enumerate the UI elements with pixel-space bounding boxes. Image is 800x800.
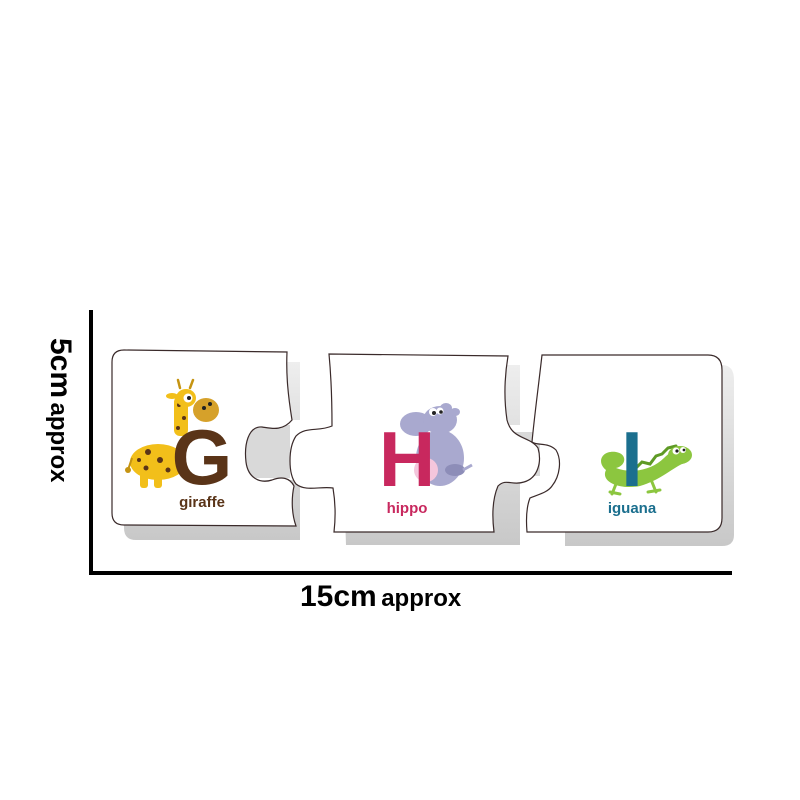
height-suffix: approx xyxy=(45,402,72,483)
word-iguana: iguana xyxy=(607,500,657,517)
word-giraffe: giraffe xyxy=(179,494,225,511)
width-label: 15cm approx xyxy=(300,580,461,614)
height-value: 5cm xyxy=(44,338,77,399)
width-dimension-line xyxy=(89,571,732,575)
letter-h: H xyxy=(378,415,436,503)
hippo-icon xyxy=(400,403,473,486)
letter-i: I xyxy=(621,415,643,503)
puzzle-piece-h xyxy=(289,353,541,533)
puzzle-piece-i xyxy=(525,354,723,533)
word-hippo: hippo xyxy=(386,500,428,517)
width-suffix: approx xyxy=(381,585,462,612)
giraffe-icon xyxy=(125,378,219,488)
width-value: 15cm xyxy=(300,580,377,613)
letter-g: G xyxy=(171,413,233,501)
height-dimension-line xyxy=(89,310,93,575)
iguana-icon xyxy=(601,444,692,496)
